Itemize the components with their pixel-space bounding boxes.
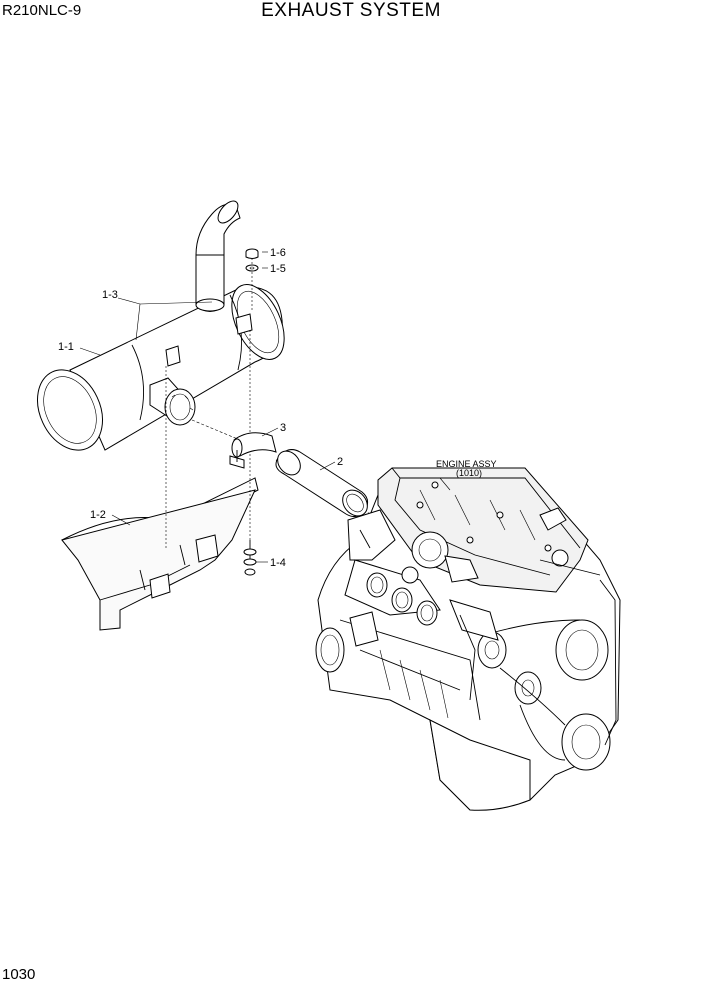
muffler-body[interactable] (25, 276, 295, 460)
callout-1-1: 1-1 (58, 341, 74, 353)
engine-assembly[interactable] (315, 467, 621, 811)
engine-assy-label: ENGINE ASSY (436, 459, 497, 469)
clamp[interactable] (229, 432, 277, 469)
model-number: R210NLC-9 (2, 2, 82, 19)
callout-1-4: 1-4 (270, 557, 286, 569)
callout-1-3: 1-3 (102, 289, 118, 301)
heat-shield[interactable] (61, 477, 259, 631)
muffler-outlet[interactable] (149, 377, 196, 426)
page-number: 1030 (2, 966, 36, 983)
exhaust-pipe[interactable] (273, 447, 372, 521)
washer-1-5[interactable] (245, 264, 259, 272)
nut-1-6[interactable] (245, 248, 259, 259)
engine-assy-ref: (1010) (456, 468, 482, 478)
callout-3: 3 (280, 422, 286, 434)
callout-2: 2 (337, 456, 343, 468)
callout-1-6: 1-6 (270, 247, 286, 259)
leader-lines (79, 251, 451, 563)
callout-1-2: 1-2 (90, 509, 106, 521)
page-title: EXHAUST SYSTEM (261, 0, 441, 21)
bolt-1-4[interactable] (243, 540, 257, 576)
callout-1-5: 1-5 (270, 263, 286, 275)
